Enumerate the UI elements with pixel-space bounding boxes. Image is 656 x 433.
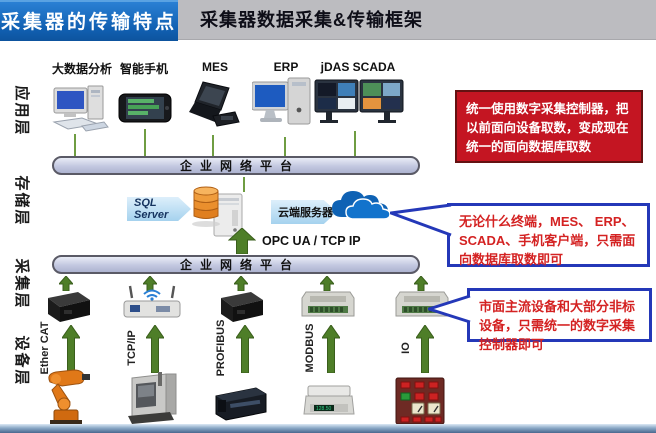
app-label-erp: ERP [273,60,299,74]
up-arrow-icon [228,228,256,254]
protocol-label-modbus: MODBUS [304,323,316,373]
enterprise-network-bar-lower-label: 企业网络平台 [179,258,300,272]
control-panel-icon [395,377,445,425]
enterprise-network-bar-upper-label: 企业网络平台 [179,159,300,173]
up-arrow-icon [143,276,157,291]
up-arrow-icon [62,325,80,373]
connector-line [144,129,146,157]
cloud-server-label: 云端服务器 [278,207,333,219]
layer-label-device: 设备层 [13,335,30,387]
callout-any-terminal: 无论什么终端，MES、 ERP、 SCADA、手机客户端，只需面向数据库取数即可 [447,203,650,267]
up-arrow-icon [416,325,434,373]
enterprise-network-bar-upper: 企业网络平台 [52,156,420,175]
up-arrow-icon [234,276,248,291]
app-label-scada: jDAS SCADA [320,60,396,74]
scada-monitors-icon [314,79,404,123]
scale-icon: 128.50 [303,385,355,415]
opc-protocol-label: OPC UA / TCP IP [262,234,361,248]
sql-server-banner: SQL Server [127,197,191,221]
connector-line [74,134,76,157]
page-title: 采集器数据采集&传输框架 [200,10,423,30]
robot-arm-icon [48,369,90,425]
up-arrow-icon [59,276,73,291]
erp-pc-icon [252,77,311,125]
svg-text:128.50: 128.50 [316,406,332,412]
up-arrow-icon [414,276,428,291]
collector-box-icon [48,292,90,322]
connector-line [212,135,214,157]
callout-mainstream-devices: 市面主流设备和大部分非标设备，只需统一的数字采集控制器即可 [467,288,652,352]
callout-tail-icon [428,294,471,324]
layer-label-storage: 存储层 [13,175,30,227]
callout-unified-controller-text: 统一使用数字采集控制器，把以前面向设备取数，变成现在统一的面向数据库取数 [466,102,629,154]
cloud-server-banner: 云端服务器 [271,200,337,224]
protocol-label-io: IO [400,342,412,354]
up-arrow-icon [320,276,334,291]
wifi-router-icon [123,285,181,318]
cloud-icon [332,191,391,220]
connector-line [354,131,356,157]
callout-any-terminal-text: 无论什么终端，MES、 ERP、 SCADA、手机客户端，只需面向数据库取数即可 [459,214,636,267]
up-arrow-icon [236,325,254,373]
smartphone-icon [118,93,172,123]
up-arrow-icon [146,325,164,373]
database-server-icon [192,186,243,237]
app-label-mes: MES [201,60,229,74]
callout-mainstream-devices-text: 市面主流设备和大部分非标设备，只需统一的数字采集控制器即可 [479,299,636,352]
cnc-machine-icon [128,372,177,424]
layer-label-application: 应用层 [13,85,30,137]
terminal-module-icon [301,291,355,317]
protocol-label-profibus: PROFIBUS [215,319,227,377]
app-label-phone: 智能手机 [119,62,169,76]
plc-icon [215,387,267,421]
callout-unified-controller: 统一使用数字采集控制器，把以前面向设备取数，变成现在统一的面向数据库取数 [455,90,643,163]
laptop-icon [189,81,240,127]
connector-line [284,137,286,157]
up-arrow-icon [322,325,340,373]
collector-box-icon [221,292,263,322]
callout-tail-icon [390,203,452,237]
slide-section-title-text: 采集器的传输特点 [0,12,177,33]
bottom-divider-bar [0,424,656,433]
connector-line [243,177,245,192]
enterprise-network-bar-lower: 企业网络平台 [52,255,420,274]
sql-server-label: SQL Server [134,197,169,221]
slide-section-title: 采集器的传输特点 [0,0,178,41]
layer-label-collection: 采集层 [13,258,30,310]
app-label-bigdata: 大数据分析 [51,62,113,76]
desktop-computer-icon [52,85,109,132]
